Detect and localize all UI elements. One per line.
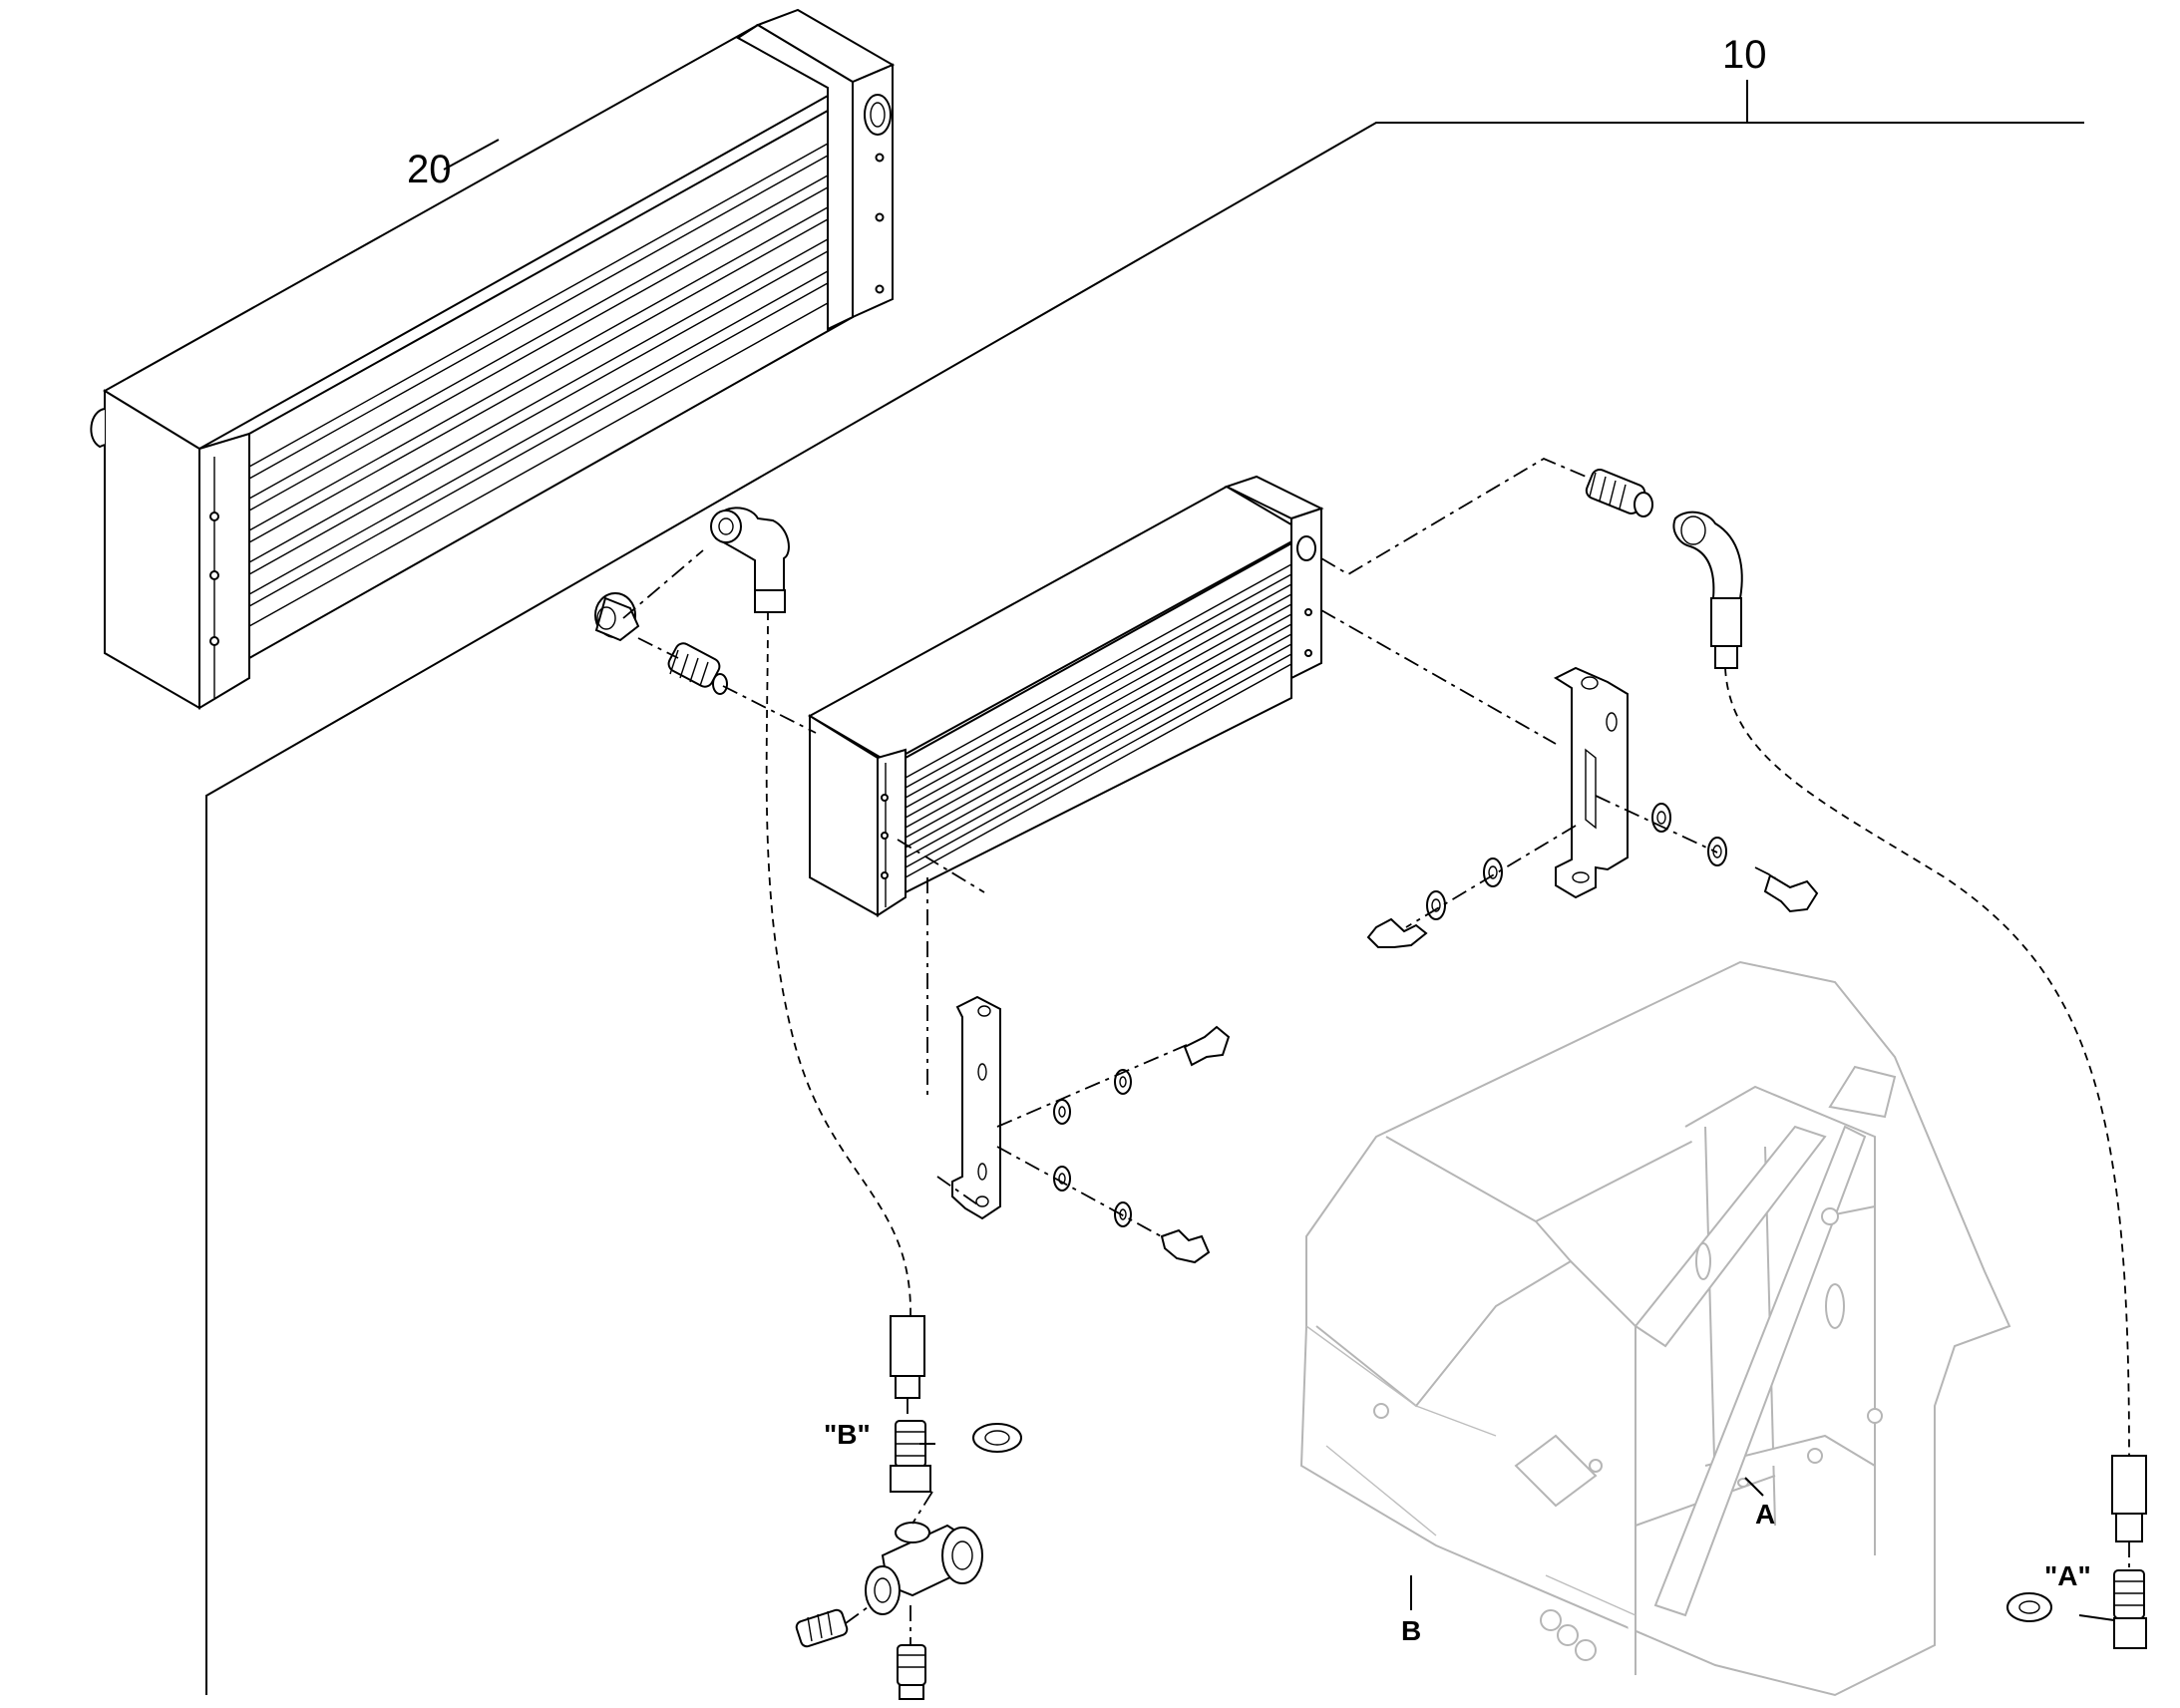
- detail-b-callout: "B": [824, 1419, 871, 1450]
- lower-left-bracket: [951, 995, 1231, 1264]
- machine-frame: [1299, 960, 2011, 1697]
- upper-right-bracket: [1366, 666, 1819, 948]
- right-hose-fittings: [1585, 469, 1743, 669]
- left-hose-fittings: [594, 507, 790, 695]
- assembly-lines: [622, 457, 2130, 1645]
- large-oil-cooler: [90, 8, 896, 710]
- detail-a-callout: "A": [2044, 1560, 2091, 1591]
- right-hose-end-assembly: [2006, 1455, 2147, 1649]
- item-number-10: 10: [1722, 33, 1767, 77]
- hose-lines: [765, 611, 2130, 1457]
- tee-fitting-assembly: [795, 1315, 1022, 1700]
- small-oil-cooler: [807, 475, 1324, 917]
- point-a-label: A: [1755, 1499, 1775, 1530]
- assembly-boundary-10: [205, 80, 2084, 1695]
- point-b-label: B: [1401, 1615, 1421, 1646]
